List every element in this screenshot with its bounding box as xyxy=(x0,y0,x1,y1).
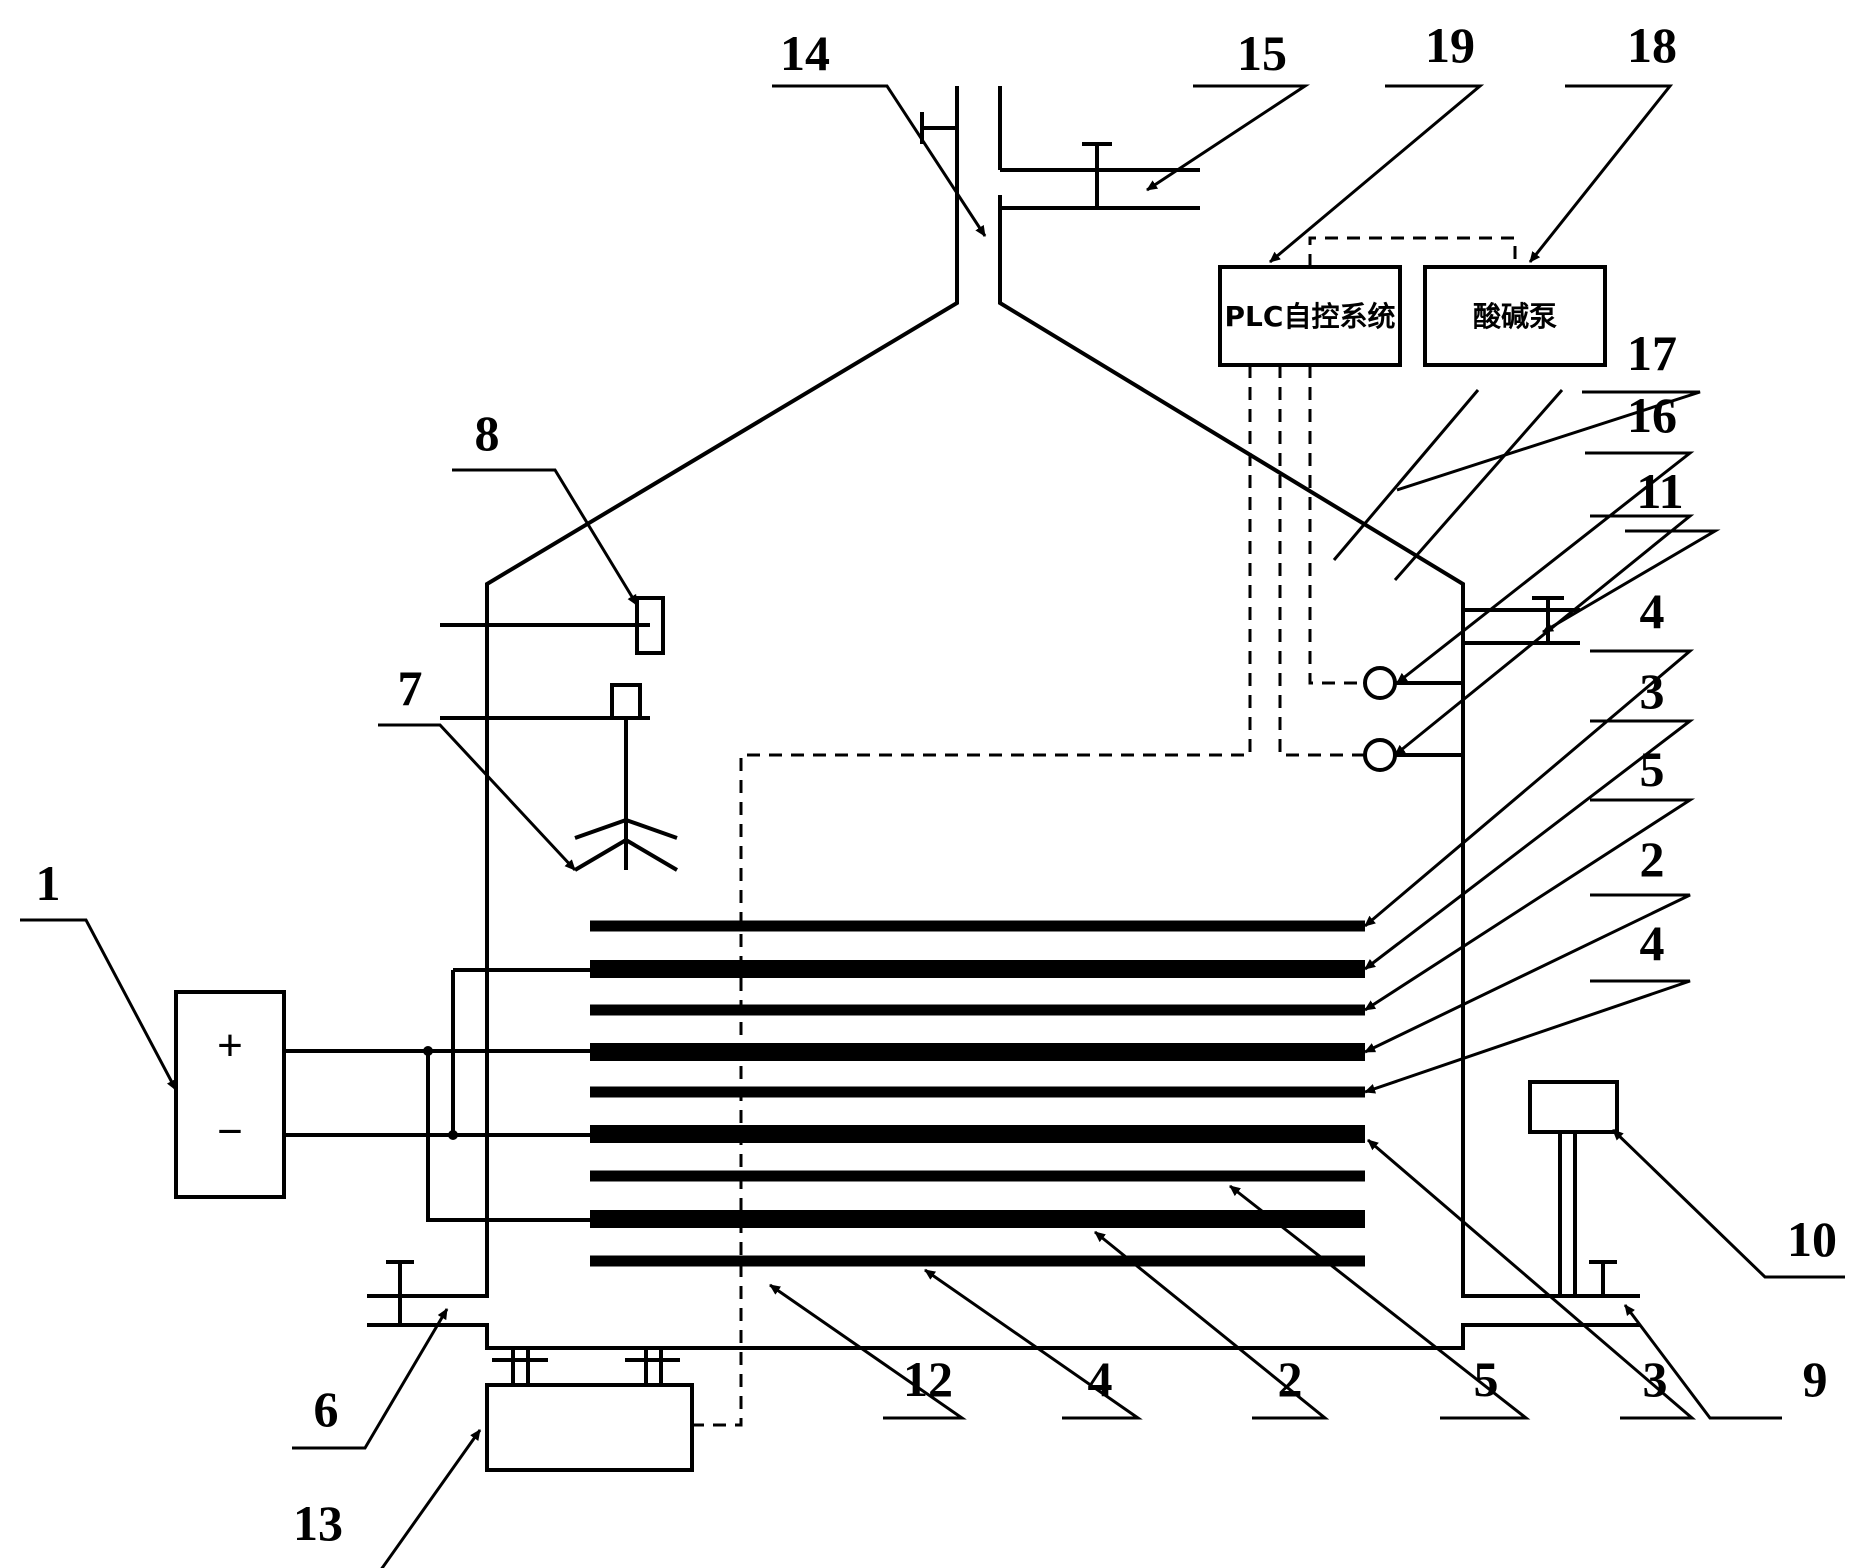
label-17: 17 xyxy=(1627,325,1677,381)
label-15: 15 xyxy=(1237,25,1287,81)
label-19: 19 xyxy=(1425,17,1475,73)
label-6: 6 xyxy=(314,1381,339,1437)
acid-base-pump-box-label: 酸碱泵 xyxy=(1473,300,1557,333)
label-18: 18 xyxy=(1627,17,1677,73)
label-11: 11 xyxy=(1636,463,1683,519)
control-signal-lines xyxy=(692,236,1517,1427)
label-13: 13 xyxy=(293,1495,343,1551)
label-plate-5-bottom: 5 xyxy=(1474,1351,1499,1407)
label-plate-4-mid: 4 xyxy=(1640,915,1665,971)
leader-lines xyxy=(20,84,1845,1568)
label-8: 8 xyxy=(475,405,500,461)
label-plate-2-top: 2 xyxy=(1640,831,1665,887)
label-plate-4-bottom: 4 xyxy=(1088,1351,1113,1407)
label-12: 12 xyxy=(903,1351,953,1407)
label-16: 16 xyxy=(1627,387,1677,443)
negative-terminal: − xyxy=(217,1107,243,1156)
label-plate-2-bottom: 2 xyxy=(1278,1351,1303,1407)
label-14: 14 xyxy=(780,25,830,81)
label-9: 9 xyxy=(1803,1351,1828,1407)
label-7: 7 xyxy=(398,660,423,716)
power-junctions xyxy=(423,1046,458,1140)
reactor-vessel xyxy=(174,86,1640,1472)
label-plate-4-top: 4 xyxy=(1640,583,1665,639)
positive-terminal: + xyxy=(217,1021,243,1070)
label-10: 10 xyxy=(1787,1211,1837,1267)
label-plate-5-top: 5 xyxy=(1640,741,1665,797)
label-plate-3-bottom: 3 xyxy=(1643,1351,1668,1407)
label-1: 1 xyxy=(36,855,61,911)
plc-control-box-label: PLC自控系统 xyxy=(1225,300,1396,333)
electrode-plates xyxy=(590,920,1365,1267)
label-plate-3-top: 3 xyxy=(1640,663,1665,719)
